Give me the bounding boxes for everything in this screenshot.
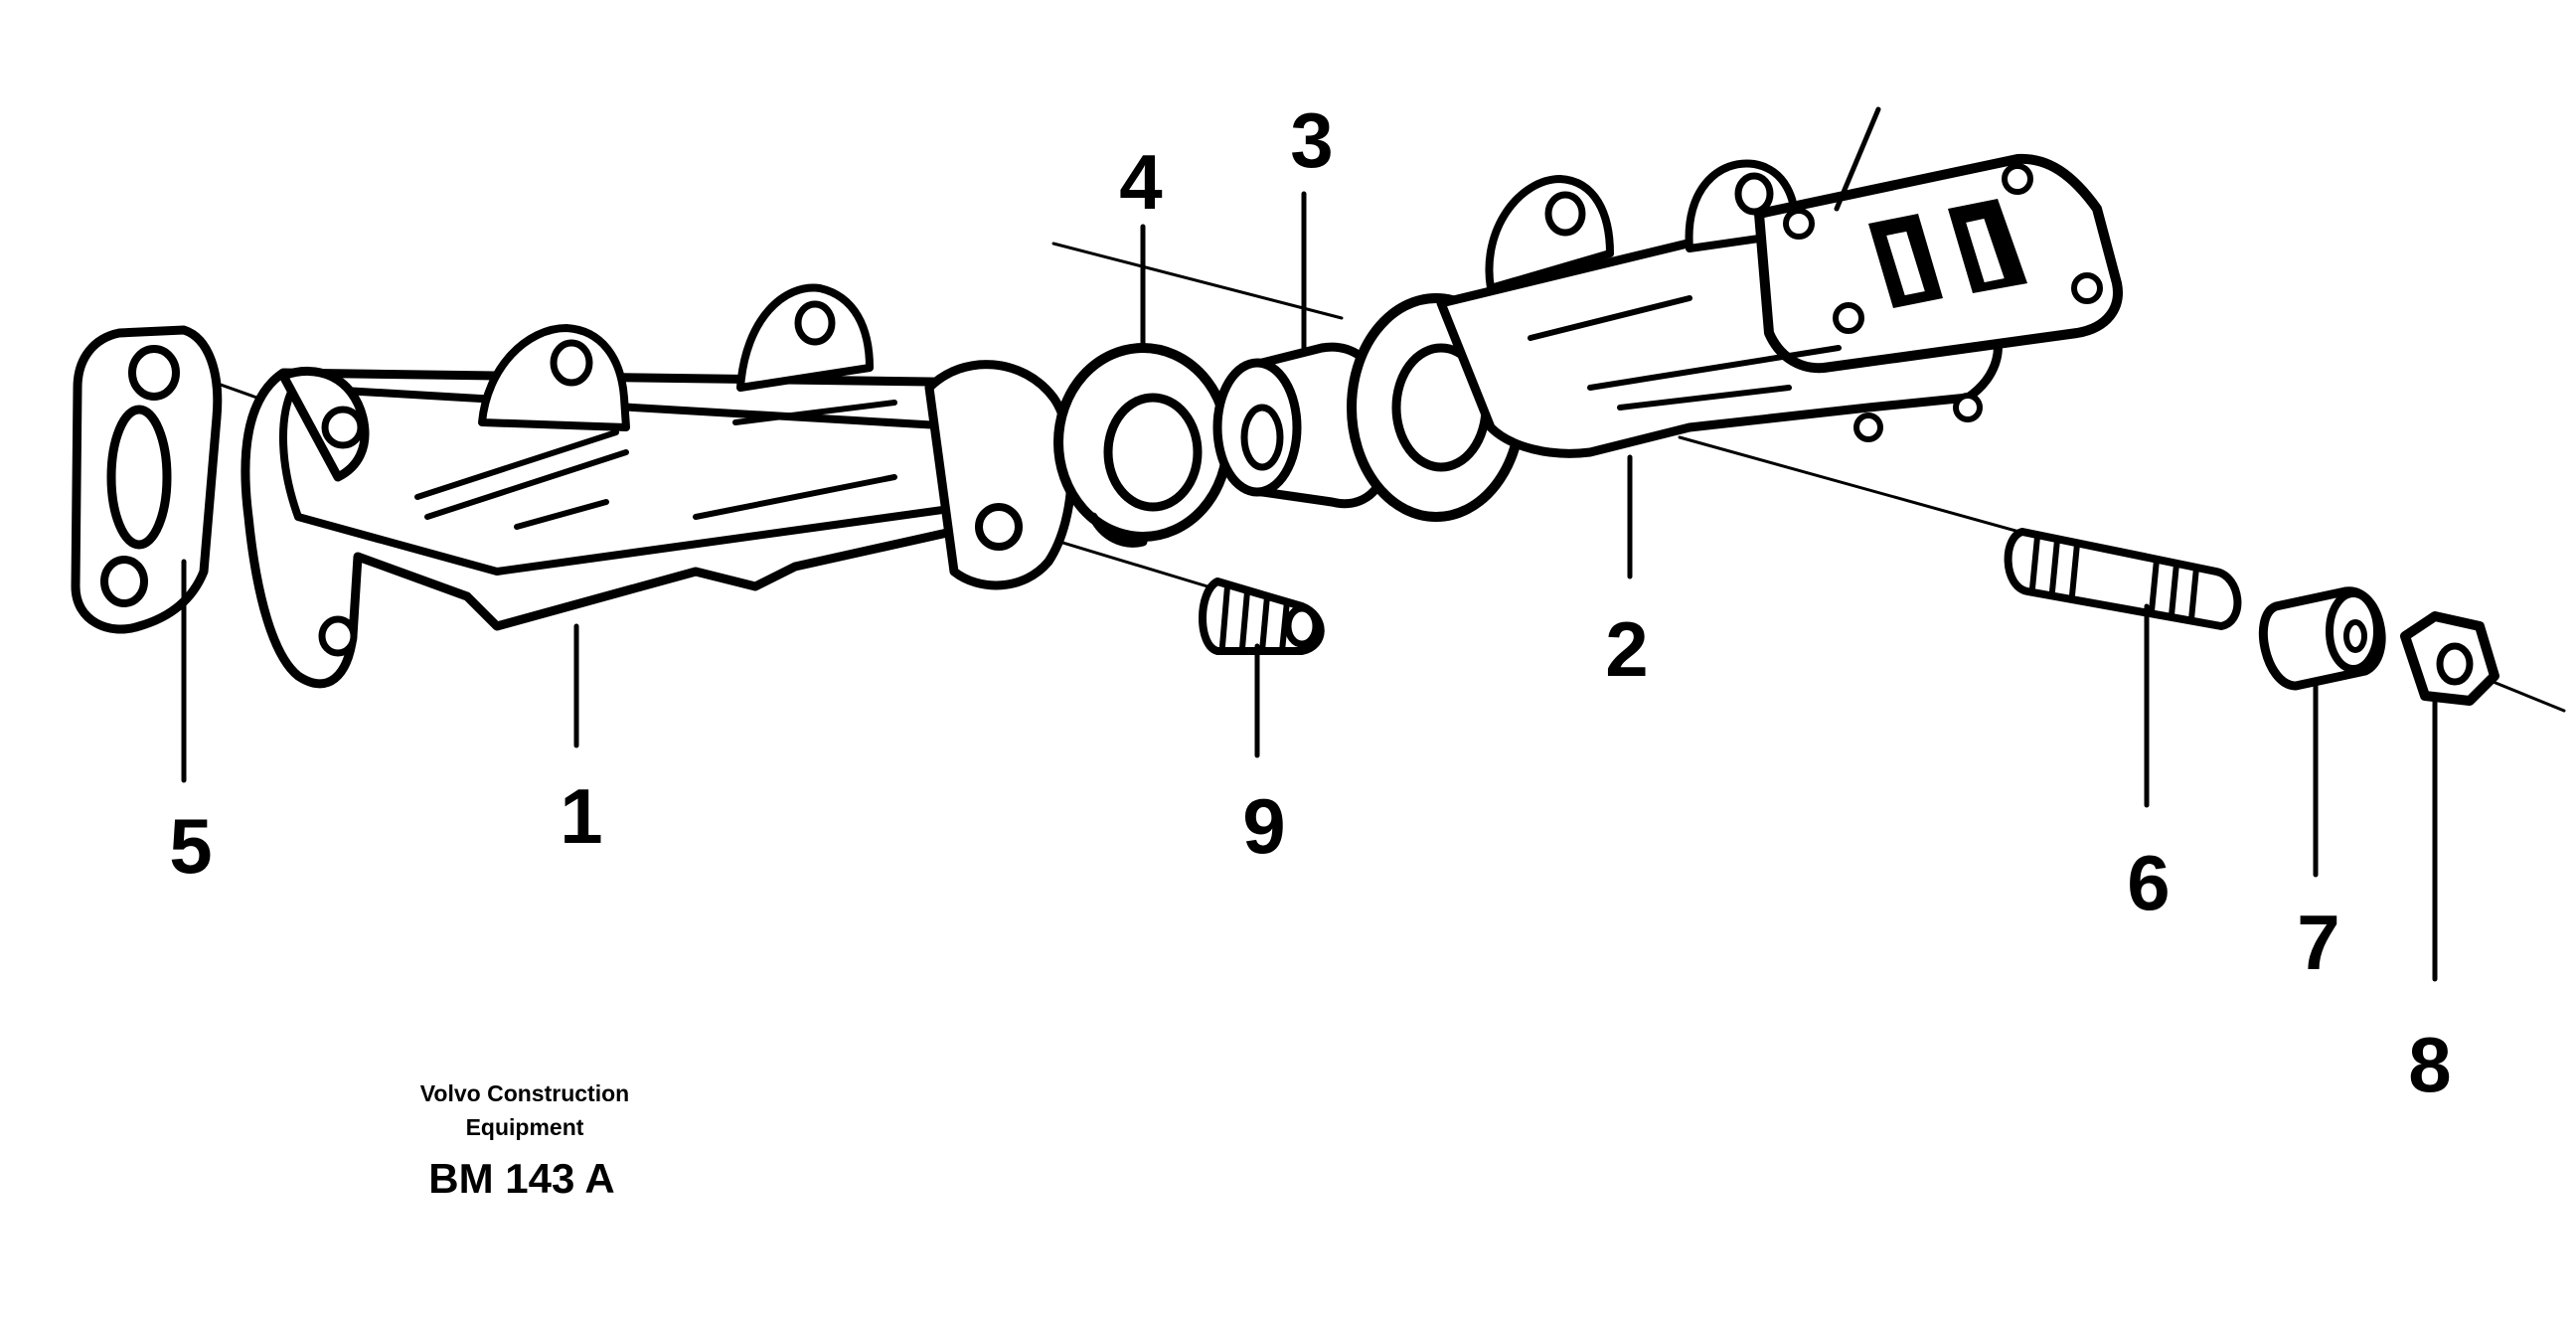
- nut-part-8: [2400, 611, 2499, 706]
- stud-part-9: [1199, 578, 1325, 655]
- callout-7: 7: [2297, 899, 2339, 986]
- stud-part-6: [2004, 528, 2242, 630]
- spacer-part-7: [2258, 586, 2386, 691]
- callout-9: 9: [1242, 782, 1285, 870]
- callout-2: 2: [1605, 605, 1648, 693]
- callout-1: 1: [560, 772, 602, 860]
- callout-4: 4: [1119, 138, 1162, 226]
- leader-plate: [1834, 106, 1881, 212]
- manifold-part-1: [241, 283, 1076, 689]
- caption-line-1: Volvo Construction: [420, 1080, 629, 1106]
- caption-line-2: Equipment: [466, 1114, 584, 1140]
- caption-block: Volvo Construction Equipment BM 143 A: [420, 1080, 629, 1202]
- gasket-part-5: [71, 325, 223, 634]
- callout-numbers: 5 1 9 4 3 2 6 7 8: [169, 96, 2451, 1108]
- callout-5: 5: [169, 802, 212, 890]
- leader-lines: [181, 106, 2438, 982]
- callout-3: 3: [1290, 96, 1333, 184]
- caption-code: BM 143 A: [428, 1155, 615, 1202]
- manifold-part-2: [1347, 153, 2123, 522]
- callout-8: 8: [2408, 1021, 2451, 1108]
- seal-ring-part-4: [1053, 343, 1232, 548]
- callout-6: 6: [2127, 839, 2170, 926]
